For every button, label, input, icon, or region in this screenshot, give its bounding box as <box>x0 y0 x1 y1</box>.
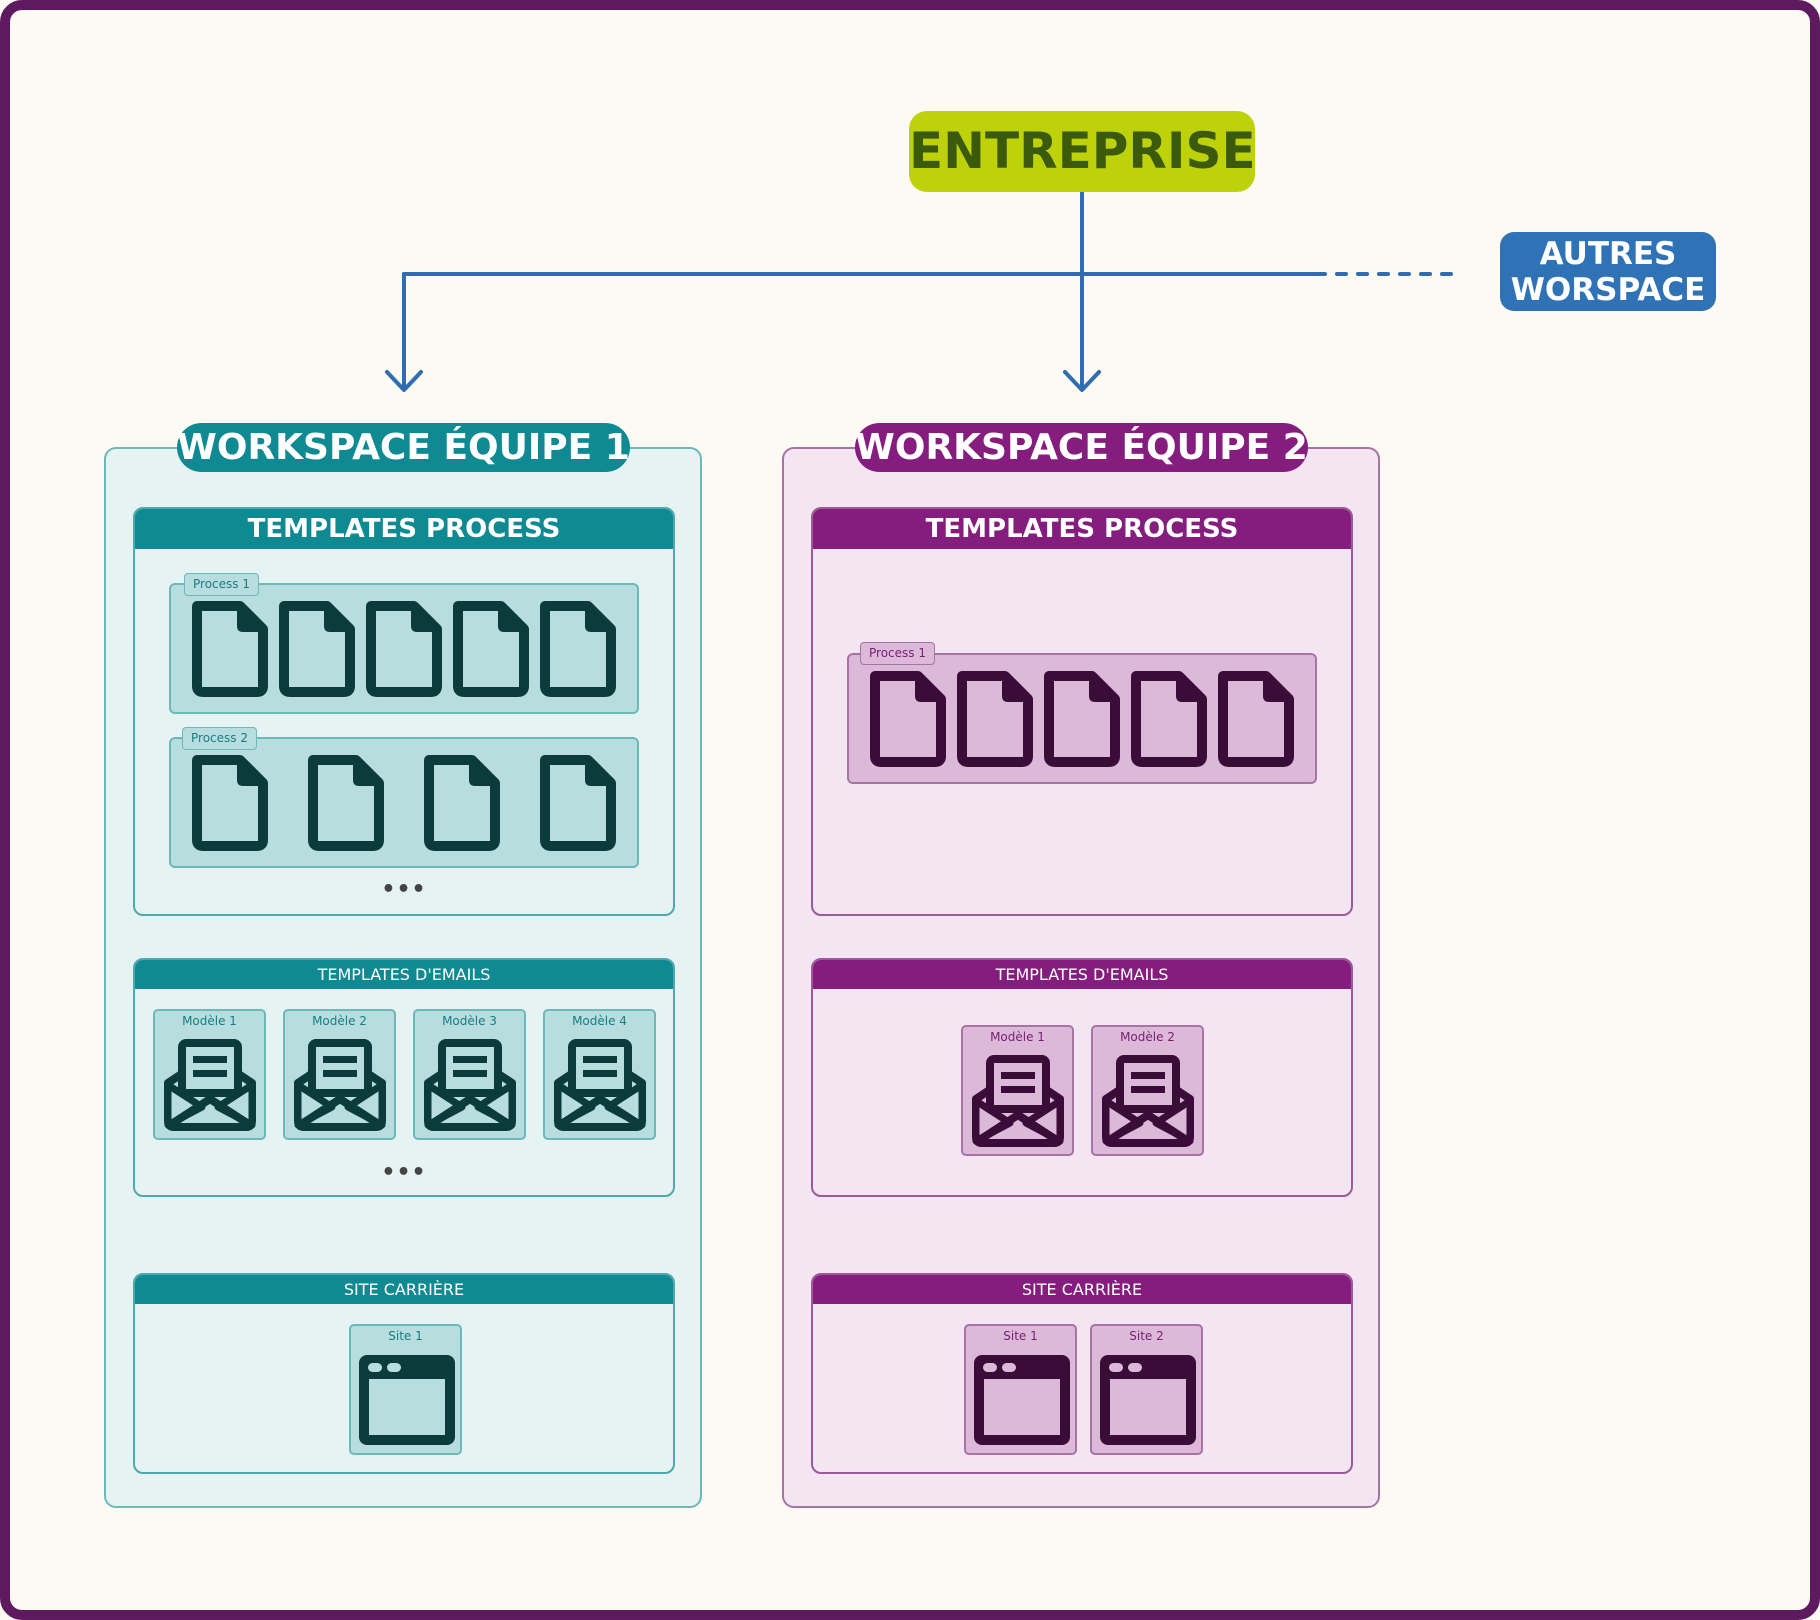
ws1-email-template-4-label: Modèle 4 <box>572 1014 627 1028</box>
ws2-site-carriere-section: SITE CARRIÈRE Site 1 Site 2 <box>811 1273 1353 1474</box>
workspace-team-2-title: WORKSPACE ÉQUIPE 2 <box>855 423 1308 472</box>
ws2-site-1-label: Site 1 <box>1003 1329 1038 1343</box>
document-icon <box>308 754 384 851</box>
document-icon <box>192 754 268 851</box>
ws1-email-template-2: Modèle 2 <box>283 1009 396 1140</box>
ws1-email-template-4: Modèle 4 <box>543 1009 656 1140</box>
document-icon <box>453 600 529 697</box>
ws2-templates-emails-section: TEMPLATES D'EMAILS Modèle 1 Modèle 2 <box>811 958 1353 1197</box>
ws1-emails-more: ••• <box>381 1160 427 1185</box>
ws2-site-2-label: Site 2 <box>1129 1329 1164 1343</box>
ws2-site-1: Site 1 <box>964 1324 1077 1455</box>
ws2-process-1-group <box>847 653 1317 784</box>
ws1-process-1-tag: Process 1 <box>184 573 259 596</box>
document-icon <box>1218 670 1294 767</box>
ws1-email-template-1-label: Modèle 1 <box>182 1014 237 1028</box>
browser-window-icon <box>359 1355 455 1445</box>
ws1-process-2-tag: Process 2 <box>182 727 257 750</box>
ws2-site-carriere-title: SITE CARRIÈRE <box>813 1275 1351 1304</box>
ws2-email-template-1-label: Modèle 1 <box>990 1030 1045 1044</box>
ws1-site-carriere-title: SITE CARRIÈRE <box>135 1275 673 1304</box>
document-icon <box>424 754 500 851</box>
ws1-templates-emails-section: TEMPLATES D'EMAILS Modèle 1 Modèle 2 Mod… <box>133 958 675 1197</box>
workspace-team-1-title: WORKSPACE ÉQUIPE 1 <box>177 423 630 472</box>
ws2-email-template-2: Modèle 2 <box>1091 1025 1204 1156</box>
ws2-templates-process-title: TEMPLATES PROCESS <box>813 509 1351 549</box>
ws1-email-template-1: Modèle 1 <box>153 1009 266 1140</box>
ws1-templates-process-section: TEMPLATES PROCESS Process 1 Process 2 ••… <box>133 507 675 916</box>
ws1-templates-emails-title: TEMPLATES D'EMAILS <box>135 960 673 989</box>
document-icon <box>540 600 616 697</box>
document-icon <box>957 670 1033 767</box>
document-icon <box>279 600 355 697</box>
arrow-head-ws2 <box>1063 370 1101 392</box>
browser-window-icon <box>1100 1355 1196 1445</box>
envelope-icon <box>554 1039 646 1131</box>
ws1-site-carriere-section: SITE CARRIÈRE Site 1 <box>133 1273 675 1474</box>
ws1-site-1-label: Site 1 <box>388 1329 423 1343</box>
ws1-templates-process-title: TEMPLATES PROCESS <box>135 509 673 549</box>
envelope-icon <box>164 1039 256 1131</box>
envelope-icon <box>424 1039 516 1131</box>
document-icon <box>366 600 442 697</box>
ws2-email-template-2-label: Modèle 2 <box>1120 1030 1175 1044</box>
autres-workspace-line-1: AUTRES <box>1539 236 1677 272</box>
envelope-icon <box>1102 1055 1194 1147</box>
autres-workspace-node: AUTRES WORSPACE <box>1500 232 1716 311</box>
autres-workspace-line-2: WORSPACE <box>1510 272 1706 308</box>
ws1-process-2-group <box>169 737 639 868</box>
document-icon <box>870 670 946 767</box>
entreprise-node: ENTREPRISE <box>909 111 1256 192</box>
ws2-templates-process-section: TEMPLATES PROCESS Process 1 <box>811 507 1353 916</box>
document-icon <box>1044 670 1120 767</box>
ws2-process-1-tag: Process 1 <box>860 642 935 665</box>
envelope-icon <box>294 1039 386 1131</box>
ws1-email-template-3: Modèle 3 <box>413 1009 526 1140</box>
ws2-site-2: Site 2 <box>1090 1324 1203 1455</box>
document-icon <box>540 754 616 851</box>
ws1-email-template-2-label: Modèle 2 <box>312 1014 367 1028</box>
ws1-email-template-3-label: Modèle 3 <box>442 1014 497 1028</box>
ws1-site-1: Site 1 <box>349 1324 462 1455</box>
document-icon <box>1131 670 1207 767</box>
ws1-process-1-group <box>169 583 639 714</box>
arrow-head-ws1 <box>385 370 423 392</box>
document-icon <box>192 600 268 697</box>
ws1-process-more: ••• <box>381 877 427 902</box>
ws2-templates-emails-title: TEMPLATES D'EMAILS <box>813 960 1351 989</box>
envelope-icon <box>972 1055 1064 1147</box>
browser-window-icon <box>974 1355 1070 1445</box>
ws2-email-template-1: Modèle 1 <box>961 1025 1074 1156</box>
